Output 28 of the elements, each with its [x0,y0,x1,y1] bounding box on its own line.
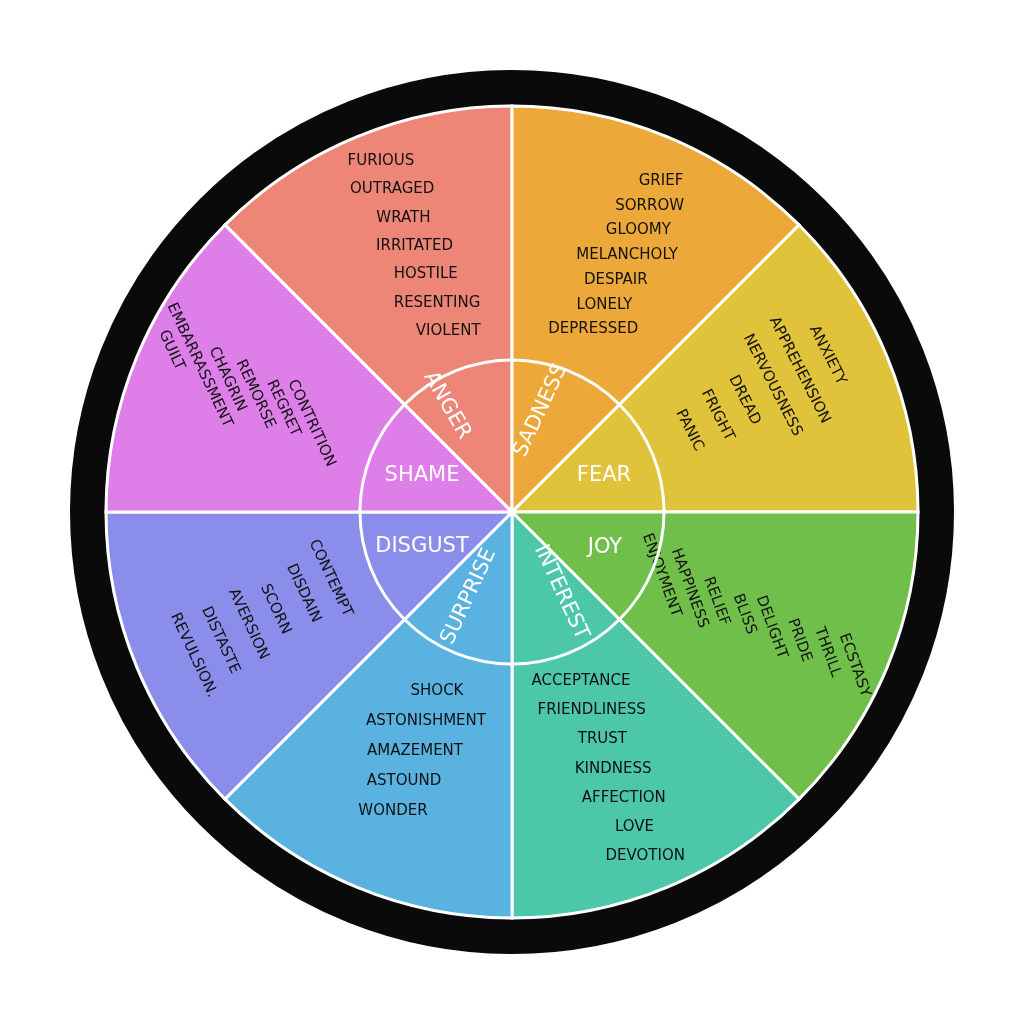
emotion-word: AMAZEMENT [366,742,463,758]
core-emotion-label: SHAME [384,463,460,485]
emotion-word: HOSTILE [393,265,458,281]
emotion-word: DESPAIR [583,271,648,287]
emotion-word: VIOLENT [415,322,481,338]
emotion-word: GRIEF [638,172,684,188]
emotion-word: WRATH [376,209,431,225]
emotion-word: ASTONISHMENT [366,712,486,728]
emotion-word: RESENTING [393,294,481,309]
emotion-word: LONELY [576,296,633,311]
emotion-word: ASTOUND [366,772,442,788]
emotion-word: ACCEPTANCE [531,672,631,688]
emotion-word: WONDER [358,802,428,818]
emotion-word: KINDNESS [574,760,652,776]
emotion-word: MELANCHOLY [576,246,678,262]
emotion-word: GLOOMY [605,221,671,237]
emotion-word: TRUST [577,730,627,746]
emotion-word: SHOCK [410,682,464,698]
emotion-word: SORROW [615,197,685,213]
emotion-word: AFFECTION [581,789,666,805]
emotion-word: DEPRESSED [548,320,639,336]
emotion-word: IRRITATED [376,237,454,253]
emotion-word: LOVE [614,818,655,834]
emotion-word: FURIOUS [347,152,415,168]
emotion-word: DEVOTION [605,847,685,863]
emotion-word: FRIENDLINESS [537,701,646,717]
core-emotion-label: FEAR [576,463,632,485]
emotion-word: OUTRAGED [350,180,435,196]
